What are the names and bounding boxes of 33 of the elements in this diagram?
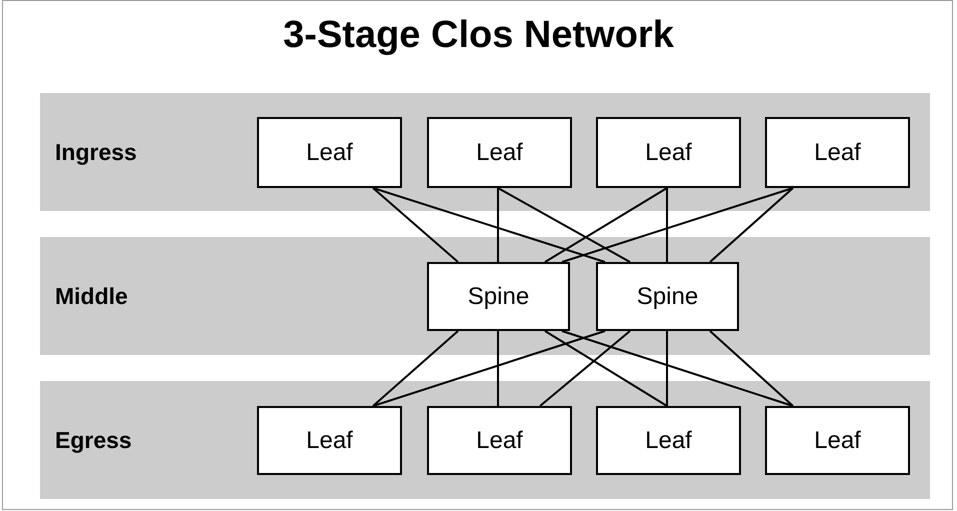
link-line [709,187,794,263]
switch-box: Leaf [596,406,741,475]
link-line [544,330,668,407]
switch-box: Leaf [596,117,741,188]
switch-box: Leaf [257,117,402,188]
link-line [498,187,630,263]
link-line [497,331,499,406]
switch-box: Spine [427,262,570,331]
link-line [372,330,459,407]
switch-box: Spine [596,262,739,331]
link-line [666,331,668,406]
switch-box: Leaf [257,406,402,475]
stage-band [40,237,930,355]
link-line [562,330,794,407]
link-line [666,188,668,262]
switch-box: Leaf [427,117,572,188]
switch-box: Leaf [765,406,910,475]
switch-box: Leaf [427,406,572,475]
stage-label: Egress [55,426,132,455]
link-line [372,187,606,263]
stage-band [40,381,930,499]
switch-box: Leaf [765,117,910,188]
link-line [539,330,631,407]
link-line [544,187,668,263]
link-line [372,330,606,407]
link-line [497,188,499,262]
link-line [709,330,794,407]
stage-label: Ingress [55,138,137,167]
stage-label: Middle [55,282,128,311]
stage-band [40,93,930,211]
diagram-title: 3-Stage Clos Network [282,16,675,54]
link-line [372,187,459,263]
link-line [562,187,794,263]
